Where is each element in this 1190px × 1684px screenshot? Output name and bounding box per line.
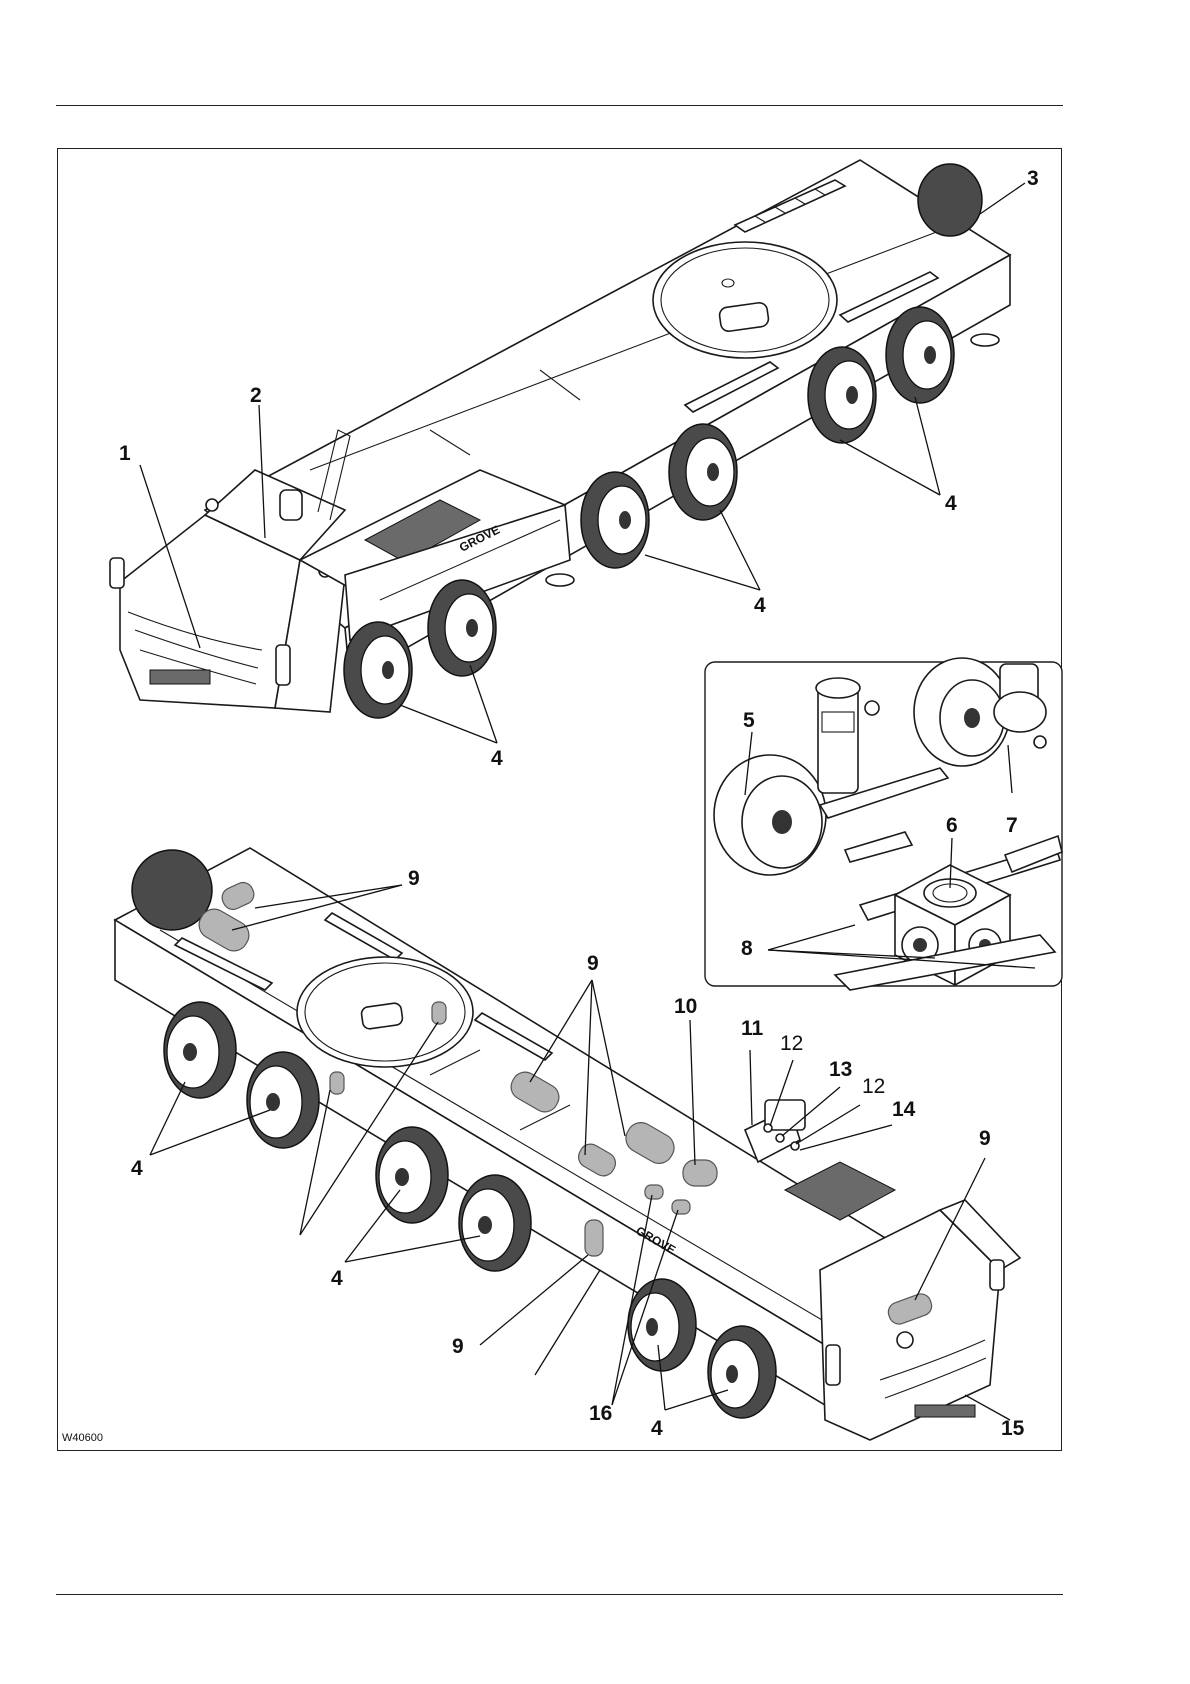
callout-4-lower-rear: 4 xyxy=(131,1157,143,1180)
figure-code: W40600 xyxy=(62,1432,103,1444)
callout-9-cab: 9 xyxy=(979,1127,991,1150)
upper-carrier-drawing: GROVE xyxy=(110,160,1010,718)
callout-9-side: 9 xyxy=(452,1335,464,1358)
callout-12-upper: 12 xyxy=(780,1032,803,1055)
callout-13: 13 xyxy=(829,1058,852,1081)
callout-12-lower: 12 xyxy=(862,1075,885,1098)
callout-4-middle: 4 xyxy=(754,594,766,617)
callout-11: 11 xyxy=(741,1017,764,1040)
callout-9-rear: 9 xyxy=(408,867,420,890)
callout-16: 16 xyxy=(589,1402,612,1425)
callout-5: 5 xyxy=(743,709,755,732)
callout-9-deck: 9 xyxy=(587,952,599,975)
callout-14: 14 xyxy=(892,1098,916,1121)
callout-2: 2 xyxy=(250,384,262,407)
callout-7: 7 xyxy=(1006,814,1018,837)
footer-rule xyxy=(56,1594,1063,1595)
callout-4-lower-front: 4 xyxy=(651,1417,663,1440)
callout-6: 6 xyxy=(946,814,958,837)
callout-10: 10 xyxy=(674,995,697,1018)
callout-4-lower-middle: 4 xyxy=(331,1267,343,1290)
callout-15: 15 xyxy=(1001,1417,1025,1440)
callout-1: 1 xyxy=(119,442,131,465)
callout-4-front: 4 xyxy=(491,747,503,770)
callout-3: 3 xyxy=(1027,167,1039,190)
callout-4-rear: 4 xyxy=(945,492,957,515)
slewing-ring xyxy=(653,242,837,358)
callout-8: 8 xyxy=(741,937,753,960)
